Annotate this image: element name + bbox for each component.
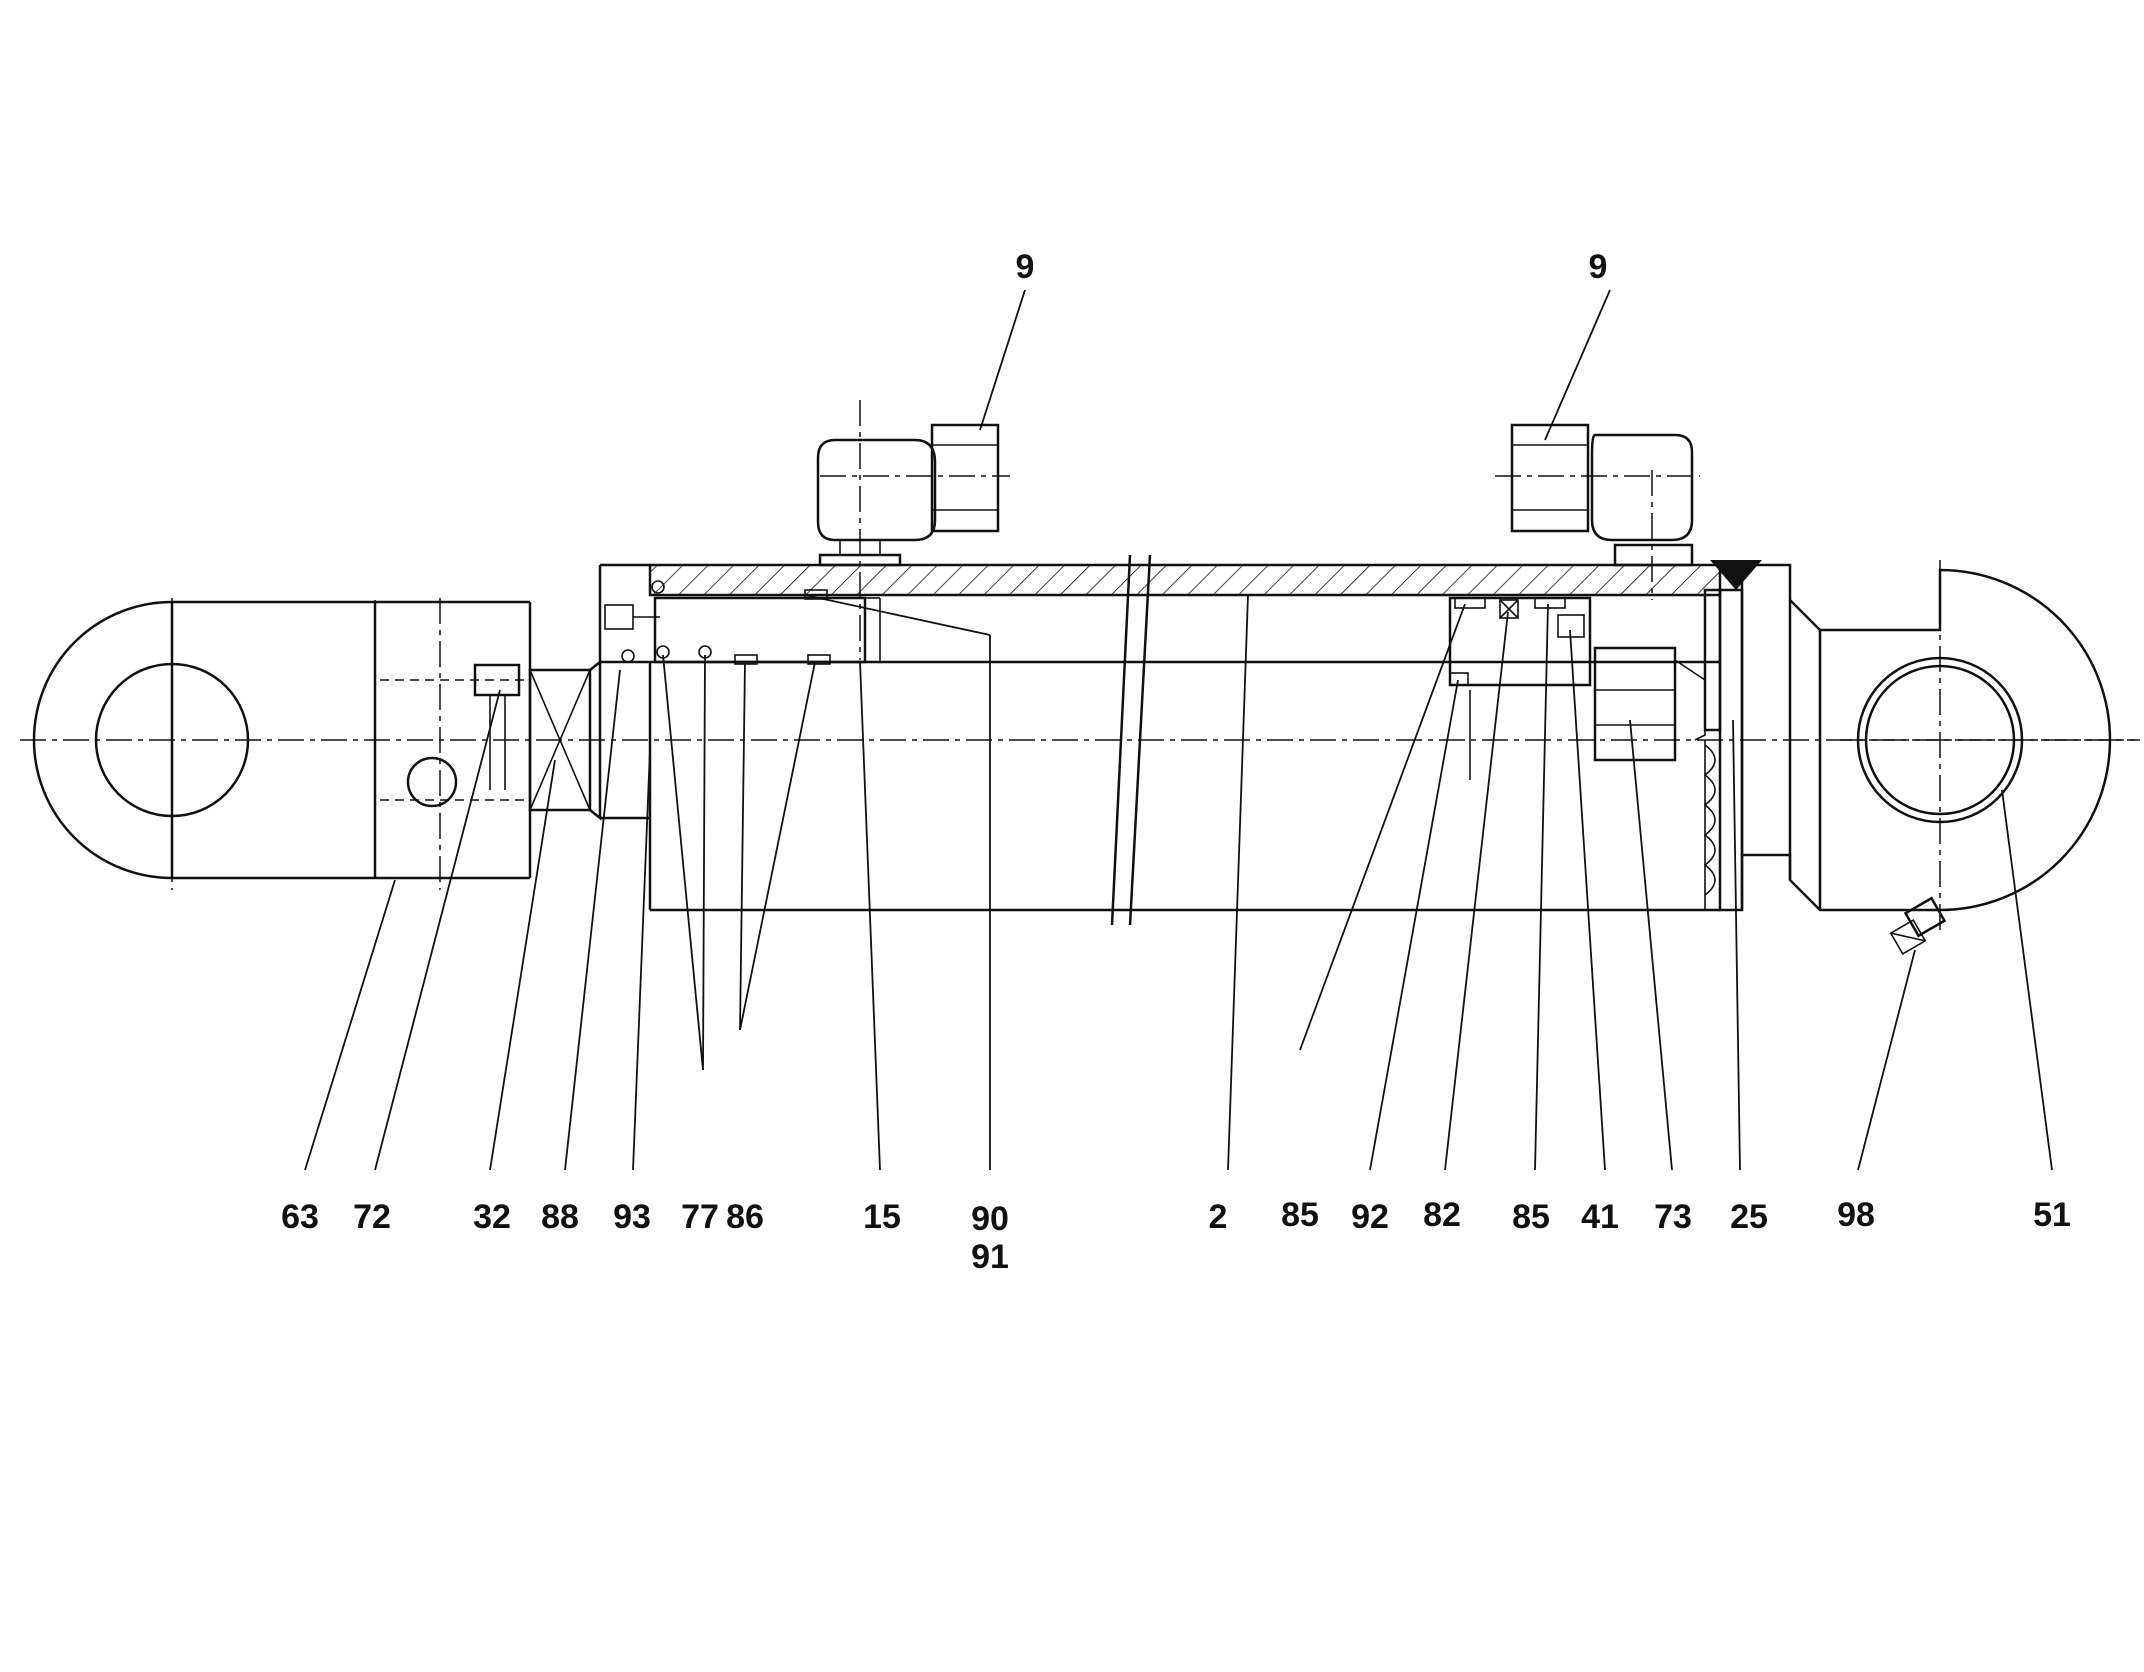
callout-2: 2 bbox=[1209, 1198, 1228, 1236]
callout-32: 32 bbox=[473, 1198, 511, 1236]
callout-73: 73 bbox=[1654, 1198, 1692, 1236]
callout-91: 91 bbox=[971, 1238, 1009, 1276]
mounting-eye-right bbox=[1740, 560, 2140, 930]
callout-85-left: 85 bbox=[1281, 1196, 1319, 1234]
callout-92: 92 bbox=[1351, 1198, 1389, 1236]
hydraulic-port-right bbox=[1495, 423, 1700, 600]
callout-15: 15 bbox=[863, 1198, 901, 1236]
end-cap bbox=[1703, 560, 1762, 912]
callout-labels: 9 9 63 72 32 88 93 77 86 15 90 91 2 85 9… bbox=[281, 248, 2071, 1276]
callout-88: 88 bbox=[541, 1198, 579, 1236]
piston-nut bbox=[1593, 646, 1706, 762]
callout-93: 93 bbox=[613, 1198, 651, 1236]
callout-9-right: 9 bbox=[1589, 248, 1608, 286]
callout-90: 90 bbox=[971, 1200, 1009, 1238]
piston bbox=[1448, 596, 1592, 780]
grease-nipple bbox=[1889, 896, 1947, 955]
leader-lines bbox=[304, 289, 2053, 1171]
callout-72: 72 bbox=[353, 1198, 391, 1236]
callout-41: 41 bbox=[1581, 1198, 1619, 1236]
callout-25: 25 bbox=[1730, 1198, 1768, 1236]
rod-eye-left bbox=[32, 598, 532, 890]
callout-63: 63 bbox=[281, 1198, 319, 1236]
callout-98: 98 bbox=[1837, 1196, 1875, 1234]
cylinder-tube bbox=[598, 554, 1722, 926]
callout-77: 77 bbox=[681, 1198, 719, 1236]
callout-82: 82 bbox=[1423, 1196, 1461, 1234]
callout-86: 86 bbox=[726, 1198, 764, 1236]
callout-9-left: 9 bbox=[1016, 248, 1035, 286]
hydraulic-port-left bbox=[816, 400, 1010, 660]
callout-85-right: 85 bbox=[1512, 1198, 1550, 1236]
callout-51: 51 bbox=[2033, 1196, 2071, 1234]
